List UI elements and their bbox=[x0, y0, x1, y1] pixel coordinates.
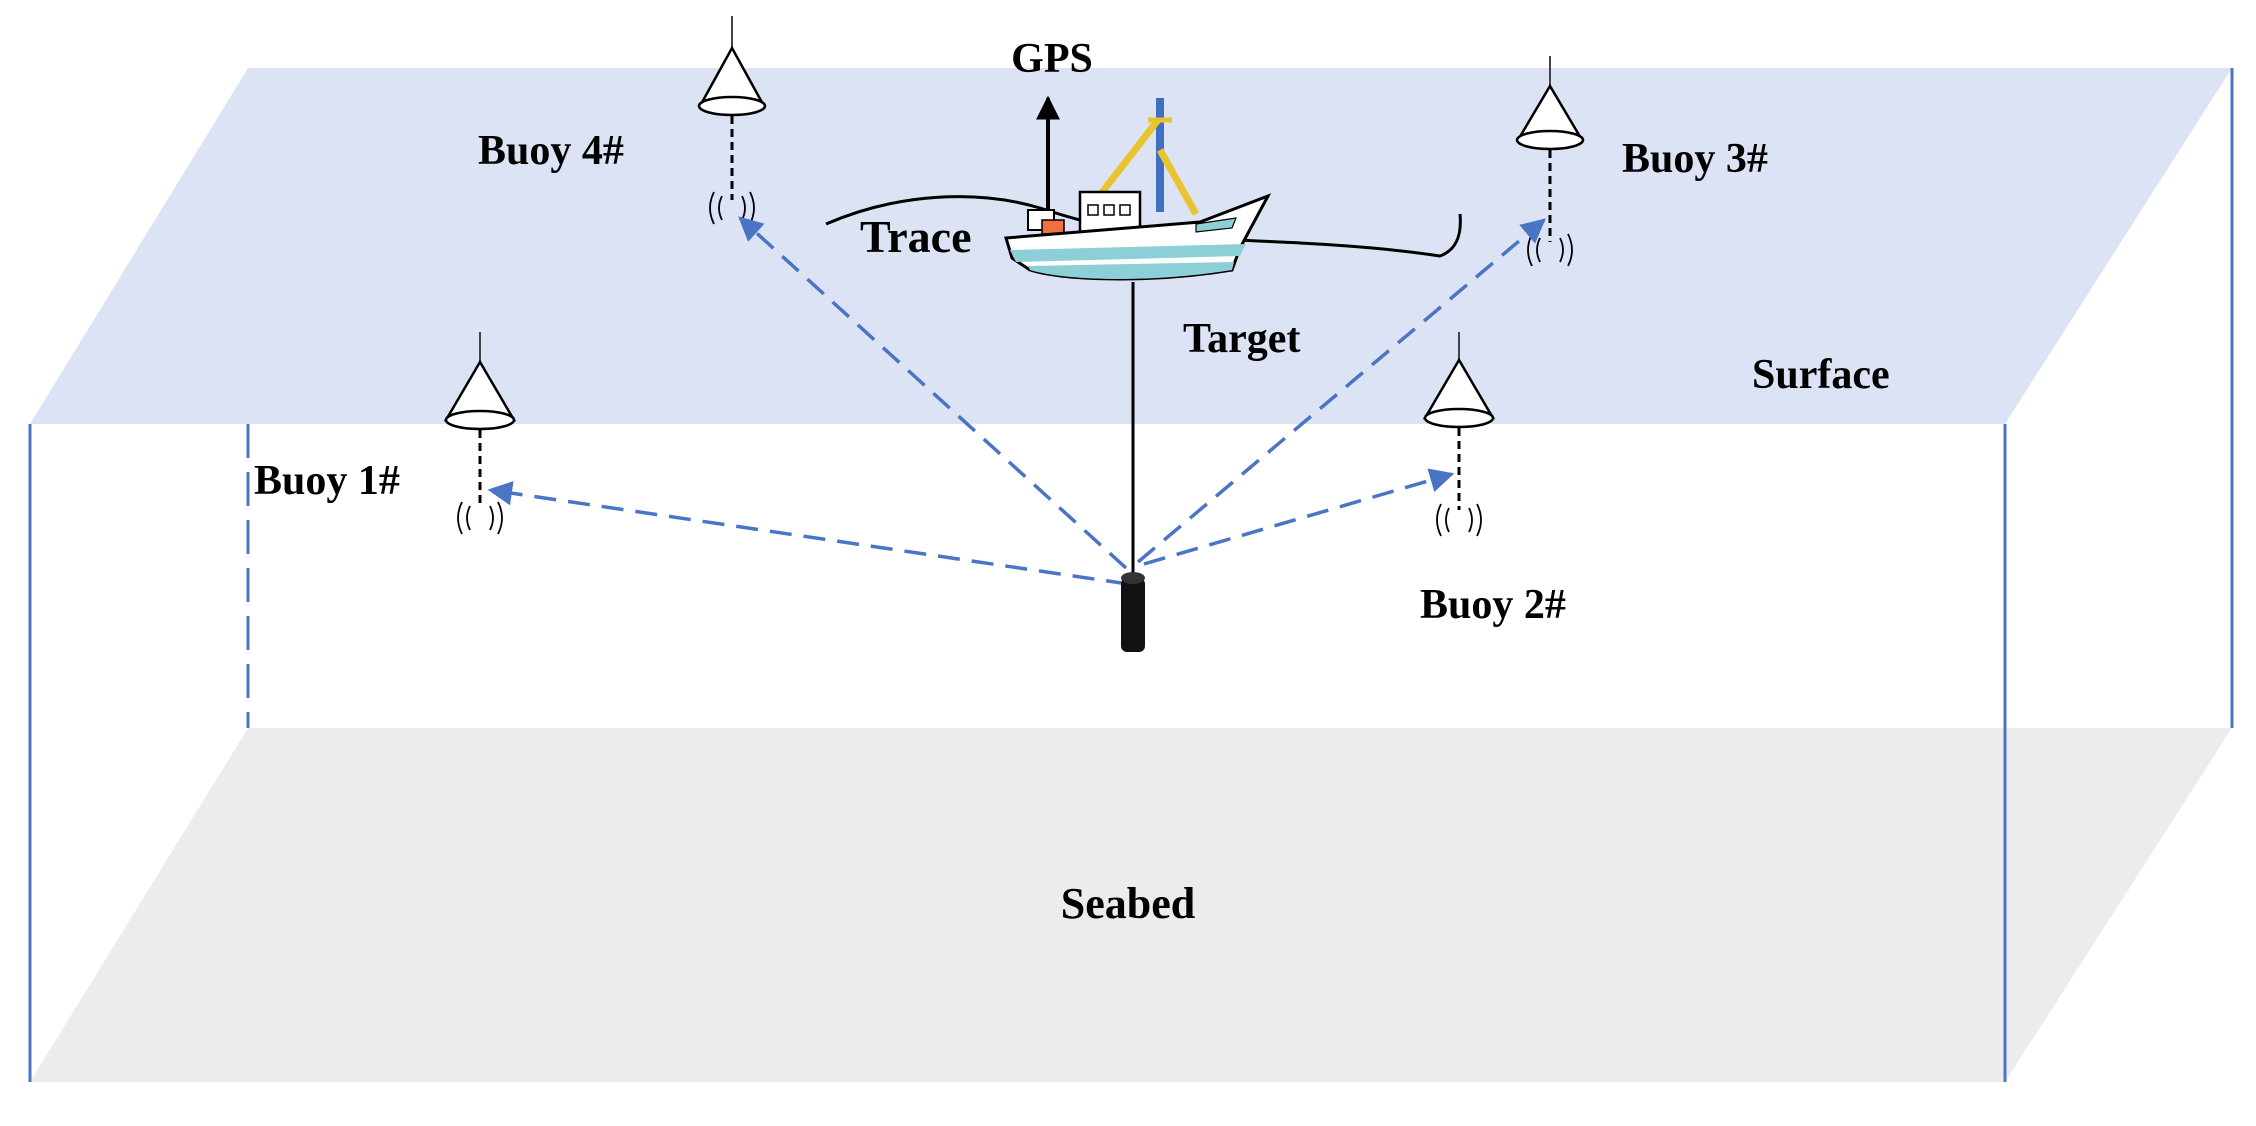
seabed-label: Seabed bbox=[1061, 879, 1195, 928]
water-column-edges bbox=[28, 68, 2234, 1082]
buoy-3-label: Buoy 3# bbox=[1622, 136, 1768, 182]
buoy-3-icon bbox=[1515, 56, 1585, 267]
signal-arrow-buoy-3 bbox=[1136, 218, 1546, 564]
trace-label: Trace bbox=[860, 211, 972, 262]
acoustic-wave-icon bbox=[457, 501, 503, 535]
target-label: Target bbox=[1183, 316, 1300, 362]
signal-arrow-buoy-2 bbox=[1143, 468, 1455, 566]
buoy-1-icon bbox=[443, 332, 517, 535]
ship-icon bbox=[1004, 98, 1272, 281]
buoy-4-label: Buoy 4# bbox=[478, 128, 624, 174]
signal-arrows bbox=[487, 216, 1546, 586]
buoy-2-label: Buoy 2# bbox=[1420, 582, 1566, 628]
acoustic-wave-icon bbox=[1436, 503, 1482, 537]
transponder-icon bbox=[1121, 572, 1145, 652]
seabed-plane bbox=[30, 728, 2232, 1082]
signal-arrow-buoy-4 bbox=[738, 216, 1128, 570]
buoy-1-label: Buoy 1# bbox=[254, 458, 400, 504]
signal-arrow-buoy-1 bbox=[487, 481, 1129, 586]
buoy-2-icon bbox=[1422, 332, 1496, 537]
surface-label: Surface bbox=[1752, 352, 1890, 398]
gps-label: GPS bbox=[1011, 36, 1093, 82]
